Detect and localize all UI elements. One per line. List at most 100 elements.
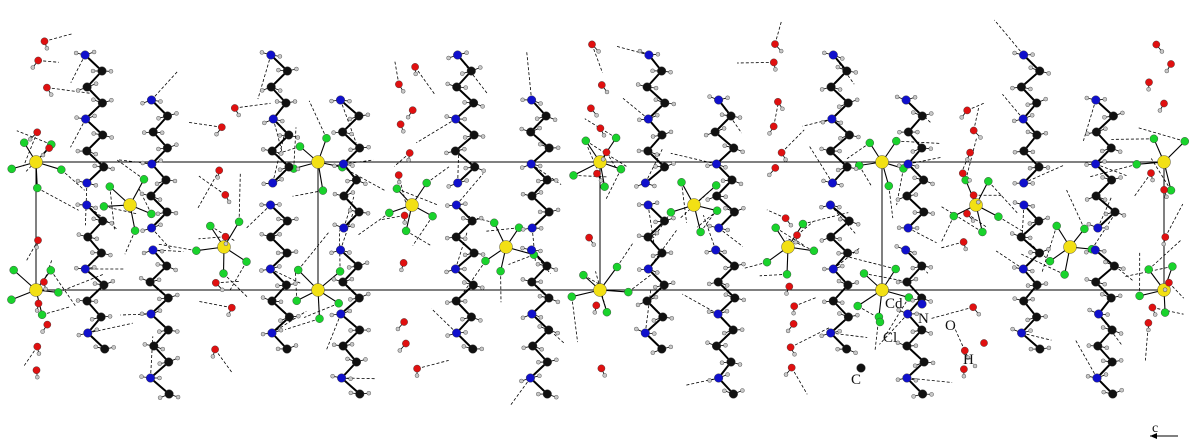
carbon-atom [352,357,362,367]
chlorine-atom [242,257,251,266]
hydrogen-atom [1027,221,1033,226]
hydrogen-atom [978,135,983,140]
hydrogen-atom [220,287,225,292]
hydrogen-atom [539,226,544,231]
hydrogen-atom [156,116,161,121]
nitrogen-atom [337,373,347,383]
hydrogen-bond-lines [16,19,1185,406]
chlorine-atom [1166,186,1176,195]
hydrogen-atom [725,283,730,288]
carbon-atom [469,130,479,140]
carbon-atom [657,130,667,140]
hydrogen-atom [601,133,607,138]
hydrogen-atom [464,50,469,55]
hydrogen-atom [930,181,935,187]
hydrogen-atom [405,114,411,120]
oxygen-atom [1147,169,1155,177]
carbon-atom [149,341,159,351]
hydrogen-atom [259,268,264,273]
hydrogen-atom [260,331,266,337]
carbon-atom [1016,82,1026,92]
hydrogen-atom [174,111,179,116]
hydrogen-atom [654,230,660,236]
hydrogen-atom [725,95,730,101]
chlorine-atom [579,270,588,280]
carbon-atom [164,357,174,367]
hydrogen-atom [296,314,301,319]
nitrogen-atom [640,328,650,338]
hydrogen-atom [444,114,449,119]
chlorine-atom [581,136,590,146]
hydrogen-atom [478,318,483,323]
hydrogen-atom [707,94,712,99]
cadmium-atom [29,283,43,297]
carbon-atom [643,146,653,156]
oxygen-atom [787,363,796,372]
hydrogen-atom [538,141,543,147]
hydrogen-atom [840,300,845,305]
nitrogen-atom [339,223,349,233]
chlorine-atom [1045,257,1055,266]
hydrogen-atom [1103,372,1109,377]
hydrogen-atom [719,360,725,365]
hydrogen-atom [348,297,353,302]
hydrogen-atom [1084,95,1090,101]
nitrogen-atom [643,114,653,124]
carbon-atom [466,66,476,76]
chlorine-atom [859,269,869,278]
hydrogen-atom [74,115,79,120]
hydrogen-atom [1102,197,1108,202]
hydrogen-atom [365,112,371,118]
hydrogen-atom [76,332,82,338]
nitrogen-atom [82,178,92,188]
hydrogen-atom [854,280,860,285]
hydrogen-atom [725,372,730,377]
legend-h-label: H [963,352,974,368]
hydrogen-atom [1119,388,1124,393]
nitrogen-atom [828,50,838,60]
hydrogen-atom [773,67,778,72]
carbon-atom [1108,111,1118,121]
carbon-atom [1019,296,1029,306]
hydrogen-atom [652,183,657,189]
hydrogen-atom [928,299,933,304]
chlorine-atom [7,295,16,304]
hydrogen-atom [93,81,99,86]
oxygen-atom [959,238,968,246]
oxygen-atom [394,171,403,179]
chlorine-atom [891,264,900,274]
hydrogen-atom [277,264,282,269]
hydrogen-atom [913,343,919,348]
hydrogen-atom [976,199,981,205]
hydrogen-atom [173,210,179,216]
hydrogen-atom [1010,231,1015,236]
carbon-atom [148,127,158,137]
nitrogen-atom [147,159,157,169]
carbon-atom [729,143,739,153]
oxygen-atom [969,303,977,312]
hydrogen-atom [705,340,710,345]
hydrogen-atom [820,119,826,125]
hydrogen-atom [637,48,643,54]
hydrogen-atom [1012,296,1017,301]
hydrogen-atom [1105,312,1110,317]
hydrogen-atom [1046,71,1051,76]
hydrogen-atom [959,115,964,120]
hydrogen-atom [363,357,368,362]
hydrogen-atom [463,330,468,335]
covalent-bonds [11,41,1186,399]
chlorine-atom [1180,137,1190,146]
hydrogen-atom [332,191,338,197]
hydrogen-atom [634,326,639,332]
hydrogen-atom [650,350,655,355]
oxygen-atom [771,164,780,172]
carbon-atom [353,261,363,271]
hydrogen-atom [538,190,544,195]
nitrogen-atom [145,373,155,383]
hydrogen-atom [1025,317,1030,323]
hydrogen-atom [785,328,791,334]
carbon-atom [1093,341,1103,351]
hydrogen-atom [349,276,355,282]
hydrogen-atom [278,328,284,333]
carbon-atom [1091,277,1101,287]
